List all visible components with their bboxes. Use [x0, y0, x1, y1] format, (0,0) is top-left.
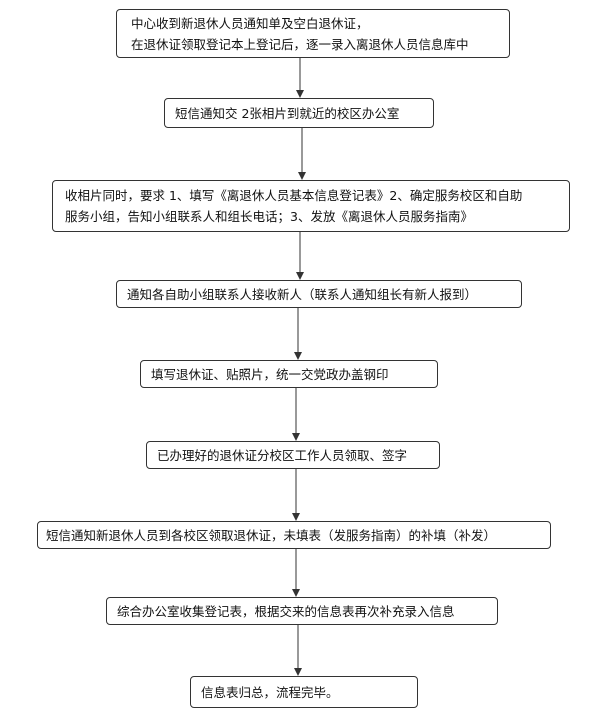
step-9-line-1: 信息表归总，流程完毕。 — [201, 684, 339, 700]
step-4-line-1: 通知各自助小组联系人接收新人（联系人通知组长有新人报到） — [127, 286, 478, 302]
step-1-line-1: 中心收到新退休人员通知单及空白退休证， — [131, 15, 369, 31]
step-7-line-1: 短信通知新退休人员到各校区领取退休证，未填表（发服务指南）的补填（补发） — [46, 527, 497, 543]
step-1-line-2: 在退休证领取登记本上登记后，逐一录入离退休人员信息库中 — [131, 36, 469, 52]
step-4-notify-group-contacts: 通知各自助小组联系人接收新人（联系人通知组长有新人报到） — [116, 280, 522, 308]
step-2-line-1: 短信通知交 2张相片到就近的校区办公室 — [175, 105, 400, 121]
step-8-line-1: 综合办公室收集登记表，根据交来的信息表再次补充录入信息 — [117, 603, 455, 619]
step-1-receive-notice: 中心收到新退休人员通知单及空白退休证， 在退休证领取登记本上登记后，逐一录入离退… — [116, 9, 510, 58]
step-5-fill-certificate: 填写退休证、贴照片，统一交党政办盖钢印 — [140, 360, 438, 388]
step-9-finish: 信息表归总，流程完毕。 — [190, 676, 418, 708]
step-6-campus-staff-collect: 已办理好的退休证分校区工作人员领取、签字 — [146, 441, 440, 469]
step-8-office-collect-forms: 综合办公室收集登记表，根据交来的信息表再次补充录入信息 — [106, 597, 498, 625]
step-3-line-1: 收相片同时，要求 1、填写《离退休人员基本信息登记表》2、确定服务校区和自助 — [65, 188, 523, 203]
step-2-sms-photos: 短信通知交 2张相片到就近的校区办公室 — [164, 98, 434, 128]
step-3-line-2: 服务小组，告知小组联系人和组长电话；3、发放《离退休人员服务指南》 — [65, 209, 473, 224]
step-3-collect-photos: 收相片同时，要求 1、填写《离退休人员基本信息登记表》2、确定服务校区和自助 服… — [52, 180, 570, 232]
step-5-line-1: 填写退休证、贴照片，统一交党政办盖钢印 — [151, 366, 389, 382]
step-7-sms-retirees-collect: 短信通知新退休人员到各校区领取退休证，未填表（发服务指南）的补填（补发） — [37, 521, 551, 549]
step-6-line-1: 已办理好的退休证分校区工作人员领取、签字 — [157, 447, 408, 463]
